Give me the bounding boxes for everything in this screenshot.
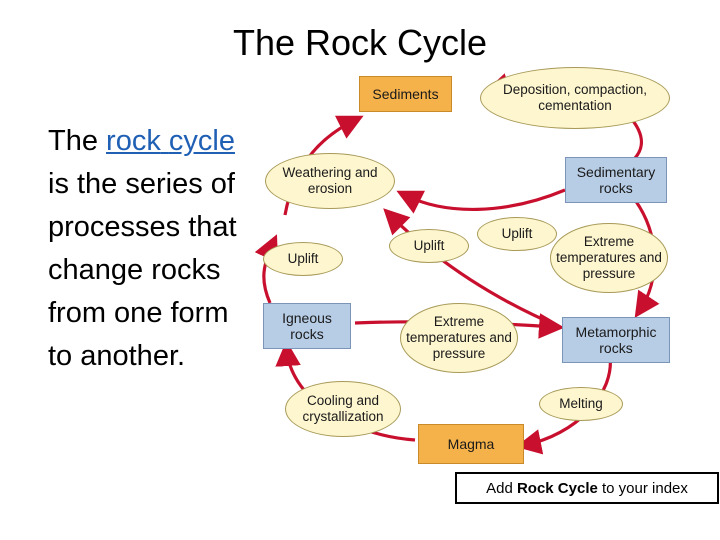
process-uplift-right: Uplift (477, 217, 557, 251)
slide-title-text: The Rock Cycle (232, 22, 488, 63)
process-extreme-right: Extreme temperatures and pressure (550, 223, 668, 293)
intro-suffix: is the series of processes that change r… (48, 168, 237, 372)
node-sedimentary-rocks: Sedimentary rocks (565, 157, 667, 203)
intro-paragraph: The rock cycle is the series of processe… (48, 120, 248, 378)
process-extreme-center: Extreme temperatures and pressure (400, 303, 518, 373)
node-sediments: Sediments (359, 76, 452, 112)
node-metamorphic-rocks: Metamorphic rocks (562, 317, 670, 363)
arrow-metamorphic-uplift (383, 208, 561, 329)
node-igneous-rocks: Igneous rocks (263, 303, 351, 349)
process-cooling: Cooling and crystallization (285, 381, 401, 437)
node-magma: Magma (418, 424, 524, 464)
index-note: Add Rock Cycle to your index (455, 472, 719, 504)
process-melting: Melting (539, 387, 623, 421)
index-note-prefix: Add (486, 479, 517, 497)
process-deposition: Deposition, compaction, cementation (480, 67, 670, 129)
arrow-sedimentary-weathering (396, 188, 566, 214)
rock-cycle-link[interactable]: rock cycle (106, 125, 235, 157)
process-uplift-center: Uplift (389, 229, 469, 263)
process-weathering: Weathering and erosion (265, 153, 395, 209)
rock-cycle-diagram: Sediments Sedimentary rocks Metamorphic … (255, 65, 675, 475)
intro-prefix: The (48, 125, 107, 157)
process-uplift-left: Uplift (263, 242, 343, 276)
index-note-bold: Rock Cycle (516, 479, 598, 497)
slide-title: The Rock Cycle (0, 22, 720, 64)
index-note-suffix: to your index (597, 479, 688, 497)
